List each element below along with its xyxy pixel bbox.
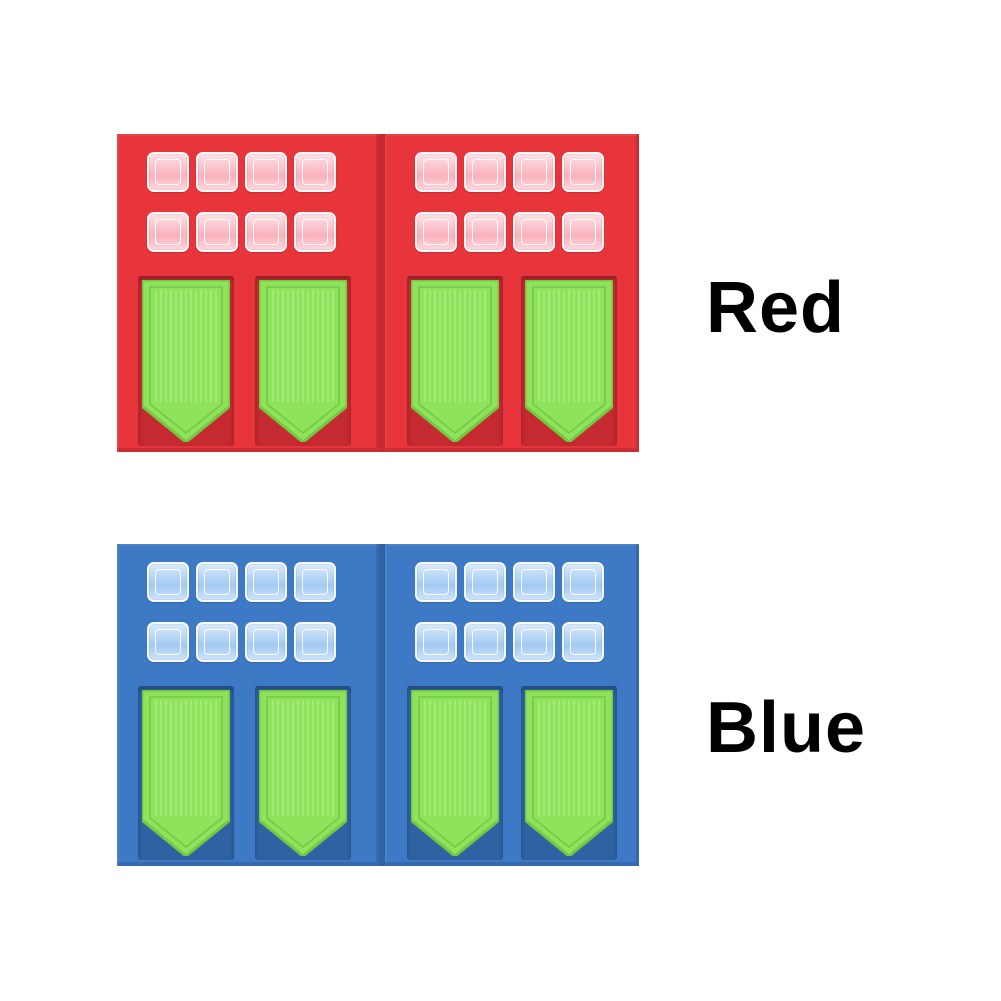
storage-box — [464, 152, 506, 192]
storage-box — [415, 152, 457, 192]
storage-box — [294, 212, 336, 252]
green-bead-tray — [142, 280, 230, 442]
tray-slot — [255, 686, 351, 860]
storage-box — [513, 562, 555, 602]
storage-box — [294, 562, 336, 602]
storage-box — [147, 562, 189, 602]
storage-box — [562, 212, 604, 252]
storage-box — [415, 562, 457, 602]
green-bead-tray — [411, 690, 499, 856]
color-label-red: Red — [706, 268, 846, 348]
storage-box — [147, 622, 189, 662]
storage-box — [147, 152, 189, 192]
green-bead-tray — [259, 690, 347, 856]
green-bead-tray — [411, 280, 499, 442]
storage-box — [196, 622, 238, 662]
storage-box — [245, 622, 287, 662]
storage-box — [513, 152, 555, 192]
tray-slot — [138, 276, 234, 446]
variant-red: Red — [0, 134, 1001, 452]
storage-box — [245, 212, 287, 252]
tray-seam — [379, 134, 385, 452]
green-bead-tray — [142, 690, 230, 856]
storage-box — [562, 622, 604, 662]
storage-box — [196, 212, 238, 252]
tray-slot — [255, 276, 351, 446]
organizer-tray-red — [117, 134, 639, 452]
storage-box — [513, 212, 555, 252]
tray-slot — [521, 686, 617, 860]
organizer-tray-blue — [117, 544, 639, 866]
green-bead-tray — [525, 280, 613, 442]
storage-box — [464, 622, 506, 662]
storage-box — [245, 152, 287, 192]
tray-slot — [521, 276, 617, 446]
storage-box — [196, 152, 238, 192]
green-bead-tray — [259, 280, 347, 442]
storage-box — [415, 622, 457, 662]
green-bead-tray — [525, 690, 613, 856]
storage-box — [513, 622, 555, 662]
storage-box — [196, 562, 238, 602]
tray-slot — [407, 686, 503, 860]
storage-box — [245, 562, 287, 602]
storage-box — [147, 212, 189, 252]
storage-box — [562, 562, 604, 602]
storage-box — [294, 152, 336, 192]
storage-box — [415, 212, 457, 252]
color-label-blue: Blue — [706, 688, 867, 768]
storage-box — [464, 562, 506, 602]
storage-box — [464, 212, 506, 252]
tray-seam — [379, 544, 385, 866]
storage-box — [562, 152, 604, 192]
storage-box — [294, 622, 336, 662]
tray-slot — [138, 686, 234, 860]
variant-blue: Blue — [0, 544, 1001, 866]
tray-slot — [407, 276, 503, 446]
